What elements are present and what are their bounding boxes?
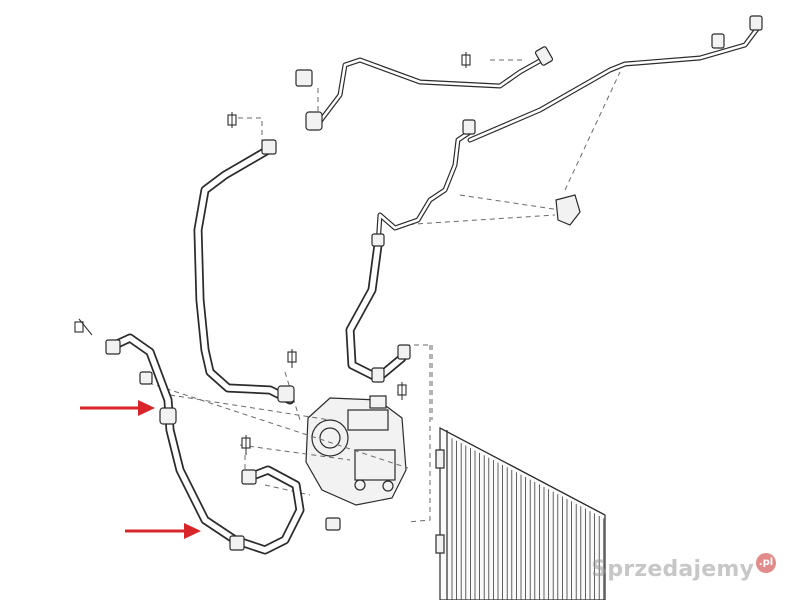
bolt-icon: [241, 435, 251, 455]
watermark-badge: .pl: [756, 552, 776, 573]
hose-lines: [110, 22, 763, 555]
red-arrow-icon: [80, 400, 155, 416]
ac-compressor: [305, 395, 407, 506]
bolt-icon: [74, 318, 93, 336]
condenser-radiator: [435, 427, 606, 600]
bolt-icon: [461, 52, 471, 68]
watermark: Sprzedajemy .pl: [591, 552, 776, 582]
bolt-icon: [287, 349, 297, 368]
red-arrow-icon: [125, 523, 201, 539]
bolt-icon: [397, 382, 407, 400]
bolt-icon: [227, 112, 237, 128]
assembly-guide-lines: [139, 59, 621, 523]
watermark-text: Sprzedajemy: [591, 557, 754, 582]
fittings: [105, 15, 763, 551]
bolts: [74, 52, 471, 455]
condenser-fins: [451, 438, 605, 600]
